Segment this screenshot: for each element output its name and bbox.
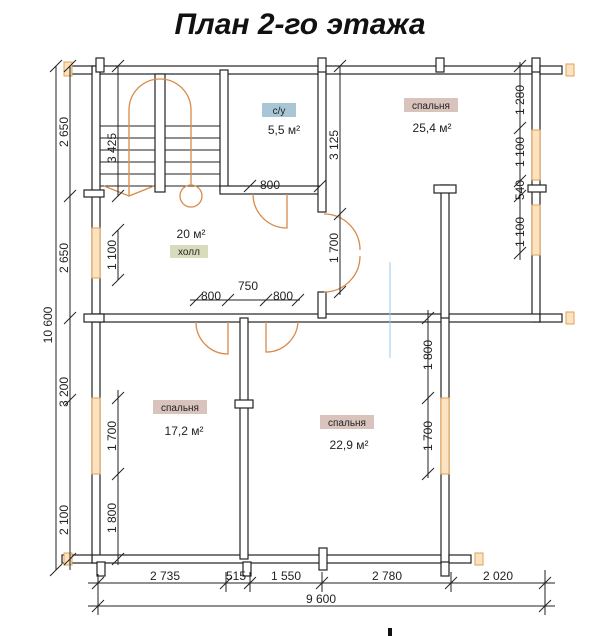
dimension-tick <box>111 59 125 73</box>
dimension-tick <box>291 293 305 307</box>
dimension-tick <box>513 189 527 203</box>
dimension-tick <box>315 576 329 590</box>
dimension-tick <box>421 391 435 405</box>
svg-text:800: 800 <box>260 178 280 192</box>
svg-text:540: 540 <box>513 180 527 200</box>
svg-text:3 200: 3 200 <box>57 377 71 407</box>
svg-text:17,2 м²: 17,2 м² <box>165 424 204 438</box>
dimension-tick <box>313 179 327 193</box>
dimension-tick <box>243 576 257 590</box>
dimension-tick <box>63 311 77 325</box>
svg-text:с/у: с/у <box>273 106 286 117</box>
svg-text:10 600: 10 600 <box>41 306 55 343</box>
svg-text:800: 800 <box>201 289 221 303</box>
svg-text:1 280: 1 280 <box>513 85 527 115</box>
staircase <box>100 78 220 208</box>
svg-text:1 550: 1 550 <box>271 569 301 583</box>
dimension-labels: 2 650 2 650 3 200 2 100 10 600 3 425 1 1… <box>41 85 527 606</box>
dimension-tick <box>421 467 435 481</box>
svg-text:2 650: 2 650 <box>57 117 71 147</box>
dimension-lines <box>55 62 555 615</box>
dimension-tick <box>63 189 77 203</box>
dimension-tick <box>111 189 125 203</box>
svg-text:спальня: спальня <box>412 101 450 112</box>
dimension-tick <box>189 293 203 307</box>
svg-text:22,9 м²: 22,9 м² <box>330 438 369 452</box>
dimension-tick <box>538 576 552 590</box>
dimension-tick <box>513 174 527 188</box>
dimension-tick <box>333 59 347 73</box>
svg-text:5,5 м²: 5,5 м² <box>268 123 300 137</box>
dimension-tick <box>111 273 125 287</box>
windows <box>63 61 575 566</box>
dimension-tick <box>333 285 347 299</box>
svg-text:3 125: 3 125 <box>327 130 341 160</box>
svg-text:20 м²: 20 м² <box>177 227 206 241</box>
svg-text:1 700: 1 700 <box>327 233 341 263</box>
svg-text:2 100: 2 100 <box>57 505 71 535</box>
svg-text:25,4 м²: 25,4 м² <box>413 121 452 135</box>
svg-text:2 650: 2 650 <box>57 243 71 273</box>
dimension-tick <box>421 311 435 325</box>
svg-text:800: 800 <box>273 289 293 303</box>
plan-title: План 2-го этажа <box>174 8 426 41</box>
dimension-tick <box>513 121 527 135</box>
dimension-tick <box>91 576 105 590</box>
dimension-tick <box>111 467 125 481</box>
dimension-tick <box>243 179 257 193</box>
dimension-tick <box>111 223 125 237</box>
svg-text:9 600: 9 600 <box>306 592 336 606</box>
dimension-tick <box>63 552 77 566</box>
svg-text:3 425: 3 425 <box>105 133 119 163</box>
walls <box>61 57 563 577</box>
dimension-tick <box>111 391 125 405</box>
room-csu: с/у 5,5 м² <box>262 103 300 137</box>
dimension-tick <box>444 576 458 590</box>
svg-text:1 700: 1 700 <box>105 421 119 451</box>
svg-text:2 735: 2 735 <box>150 569 180 583</box>
dimension-tick <box>219 576 233 590</box>
room-bedroom-3: спальня 22,9 м² <box>320 415 374 452</box>
dimension-tick <box>333 207 347 221</box>
room-bedroom-1: спальня 25,4 м² <box>404 98 458 135</box>
room-hall: 20 м² холл <box>170 227 208 258</box>
dimension-tick <box>49 563 63 577</box>
svg-text:1 800: 1 800 <box>105 503 119 533</box>
svg-text:холл: холл <box>178 247 200 258</box>
dimension-tick <box>221 293 235 307</box>
svg-text:спальня: спальня <box>161 403 199 414</box>
dimension-tick <box>513 246 527 260</box>
dimension-tick <box>91 599 105 613</box>
dimension-tick <box>111 552 125 566</box>
dimension-tick <box>538 599 552 613</box>
svg-text:750: 750 <box>238 279 258 293</box>
svg-text:2 780: 2 780 <box>372 569 402 583</box>
svg-text:1 800: 1 800 <box>421 340 435 370</box>
svg-text:515: 515 <box>226 569 246 583</box>
dimension-tick <box>513 59 527 73</box>
room-bedroom-2: спальня 17,2 м² <box>153 400 207 438</box>
svg-text:1 100: 1 100 <box>513 217 527 247</box>
dimension-tick <box>259 293 273 307</box>
dimension-tick <box>63 59 77 73</box>
dimension-tick <box>63 393 77 407</box>
dimension-tick <box>49 59 63 73</box>
svg-text:1 100: 1 100 <box>513 137 527 167</box>
svg-text:2 020: 2 020 <box>483 569 513 583</box>
doors <box>195 193 361 355</box>
svg-text:1 700: 1 700 <box>421 421 435 451</box>
svg-text:1 100: 1 100 <box>105 240 119 270</box>
svg-text:спальня: спальня <box>328 418 366 429</box>
